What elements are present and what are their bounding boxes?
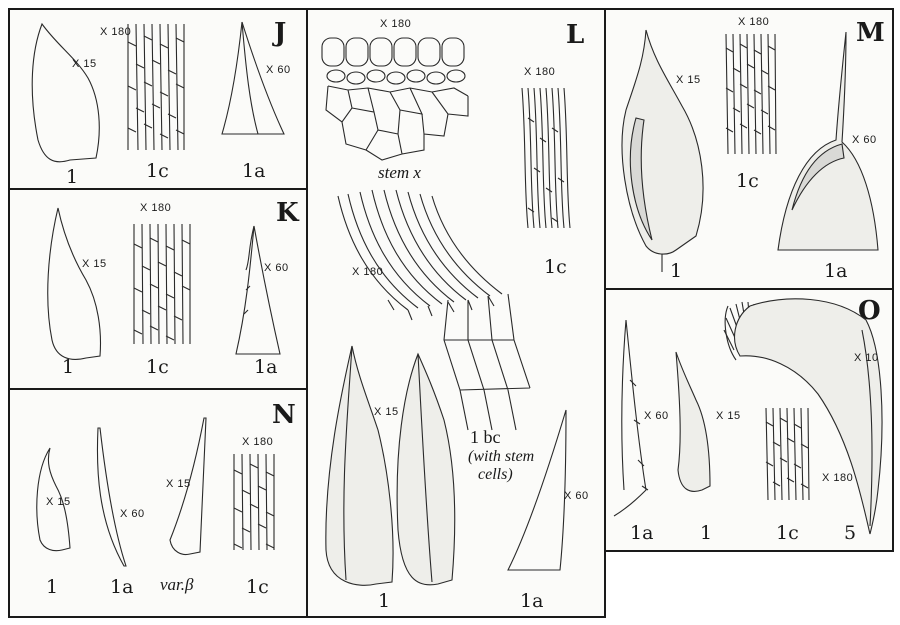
magnification-label: X 180 [352, 266, 384, 278]
magnification-label: X 180 [822, 472, 854, 484]
panel-m: M X 15 X 180 X 60 1 1c 1a [604, 8, 894, 290]
figure-label: 1c [146, 160, 169, 182]
figure-label: 1 [46, 576, 59, 598]
magnification-label: X 15 [374, 406, 399, 418]
panel-n: N X 15 X 60 X 15 X 180 1 1a var.β 1c [8, 388, 308, 618]
figure-label: 1c [544, 256, 567, 278]
leaf-tip [235, 225, 281, 355]
magnification-label: X 180 [524, 66, 556, 78]
figure-label: 1c [146, 356, 169, 378]
panel-o: O X 60 X 15 X 180 X 10 1a 1 1c 5 [604, 288, 894, 552]
bc-caption-line: 1 bc [470, 427, 501, 447]
figure-label: 1 [700, 522, 713, 544]
magnification-label: X 15 [716, 410, 741, 422]
panel-j-drawings [31, 21, 285, 163]
figure-label-var: var.β [160, 575, 194, 594]
magnification-label: X 180 [738, 16, 770, 28]
magnification-label: X 15 [676, 74, 701, 86]
magnification-label: X 60 [852, 134, 877, 146]
panel-k-drawings [47, 207, 281, 360]
leaf-narrow [96, 427, 127, 567]
leaf-tip [507, 409, 567, 571]
figure-label: 1a [520, 590, 544, 612]
panel-n-drawings [36, 417, 275, 567]
panel-letter: N [272, 400, 296, 430]
magnification-label: X 180 [380, 18, 412, 30]
leaf-tip [613, 319, 647, 517]
figure-label: 1a [242, 160, 266, 182]
magnification-label: X 60 [264, 262, 289, 274]
magnification-label: X 60 [644, 410, 669, 422]
figure-label: 1a [110, 576, 134, 598]
magnification-label: X 15 [46, 496, 71, 508]
leaf-outline [47, 207, 101, 360]
leaf-outline [675, 351, 711, 492]
cell-network [725, 33, 777, 155]
cell-network [765, 407, 810, 501]
figure-label: 5 [844, 522, 857, 544]
cell-network-with-stem-cells [337, 189, 531, 431]
figure-label: 1c [736, 170, 759, 192]
magnification-label: X 15 [82, 258, 107, 270]
figure-label: 1c [776, 522, 799, 544]
cell-network [233, 453, 275, 551]
panel-letter: J [274, 18, 287, 48]
magnification-label: X 180 [140, 202, 172, 214]
panel-l-drawings [321, 37, 571, 586]
cell-network [127, 23, 185, 151]
leaf-outline [36, 447, 71, 552]
magnification-label: X 60 [266, 64, 291, 76]
panel-o-drawings [613, 298, 883, 535]
figure-label: 1a [824, 260, 848, 282]
cell-network [133, 223, 191, 345]
magnification-label: X 15 [72, 58, 97, 70]
panel-l: L X 180 X 180 X 180 [306, 8, 606, 618]
bc-caption-line: (with stem [468, 448, 535, 465]
figure-label: 1 [670, 260, 683, 282]
magnification-label: X 180 [100, 26, 132, 38]
magnification-label: X 10 [854, 352, 879, 364]
panel-m-drawings [621, 29, 879, 272]
panel-letter: K [276, 198, 299, 228]
leaf-outline [31, 22, 100, 163]
cell-network [521, 87, 571, 229]
panel-k: K X 15 X 180 X 60 1 1c 1a [8, 188, 308, 390]
panel-letter: L [566, 20, 585, 50]
figure-label: 1 [66, 166, 79, 188]
magnification-label: X 60 [120, 508, 145, 520]
figure-label: 1a [630, 522, 654, 544]
bc-caption-line: cells) [478, 466, 513, 483]
leaf-var-beta [169, 417, 207, 556]
leaf-outline [325, 345, 394, 586]
leaf-tip [777, 31, 879, 251]
magnification-label: X 60 [564, 490, 589, 502]
magnification-label: X 15 [166, 478, 191, 490]
stem-cross-section [321, 37, 469, 161]
leaf-outline [396, 352, 456, 586]
figure-label: 1 [378, 590, 391, 612]
panel-j: J X 15 X 180 X 60 1 1c 1a [8, 8, 308, 190]
stem-caption: stem x [378, 163, 421, 182]
figure-label: 1 [62, 356, 75, 378]
figure-label: 1a [254, 356, 278, 378]
magnification-label: X 180 [242, 436, 274, 448]
capsule-drawing [723, 298, 883, 535]
panel-letter: M [856, 18, 885, 48]
leaf-tip [221, 21, 285, 135]
figure-label: 1c [246, 576, 269, 598]
